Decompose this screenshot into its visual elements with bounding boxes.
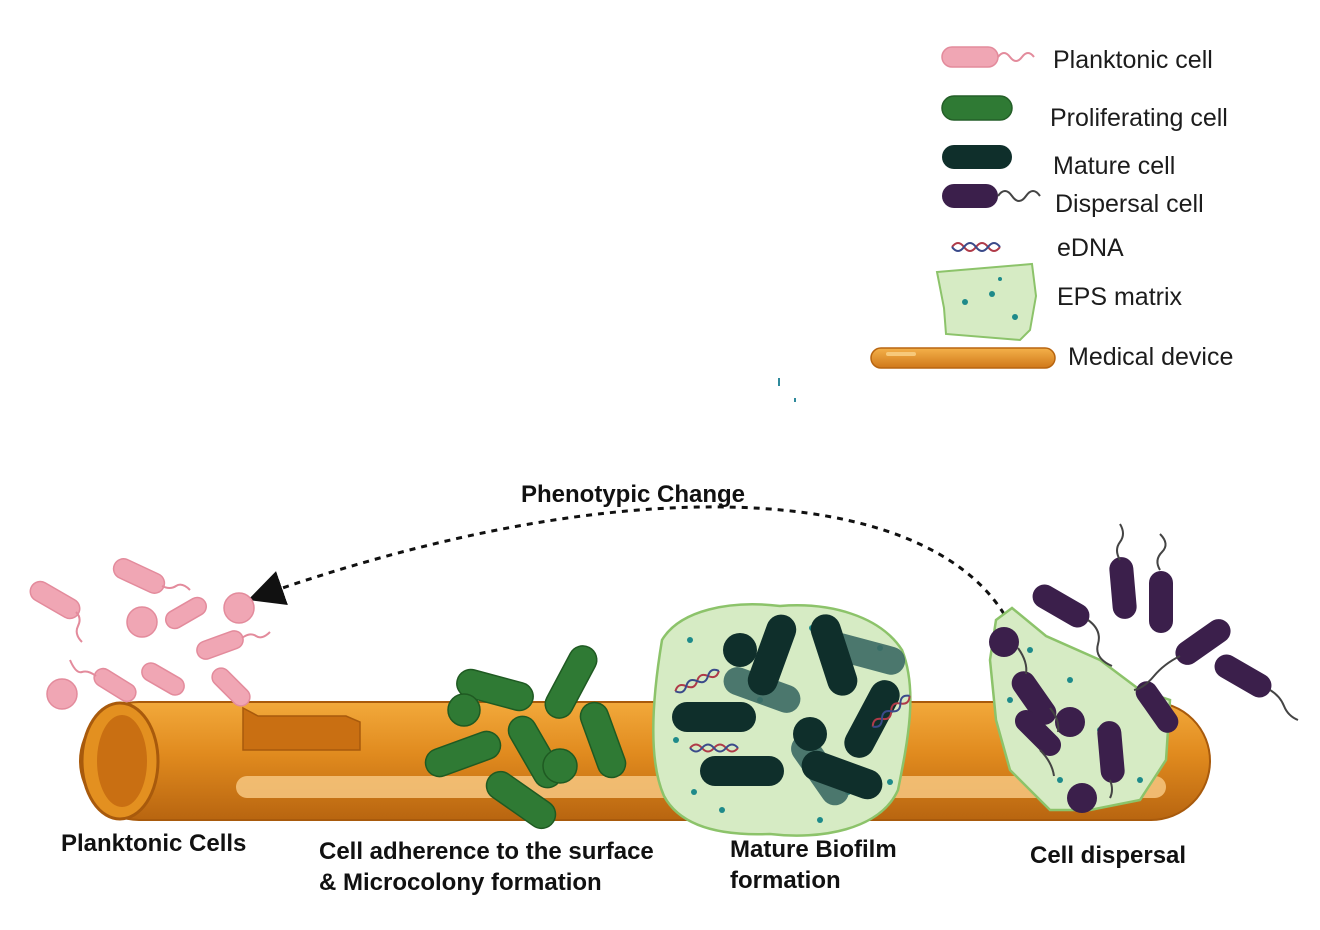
proliferating-cell [456, 668, 534, 712]
proliferating-cell [544, 645, 598, 719]
dispersal-cell [1067, 783, 1097, 813]
mature-cell [844, 680, 900, 758]
medical-device-icon [870, 347, 1056, 369]
legend-label-medical-device: Medical device [1068, 343, 1234, 371]
legend-label-edna: eDNA [1057, 234, 1124, 262]
dispersal-cell [1014, 709, 1062, 757]
mature-cell [700, 756, 784, 786]
planktonic-cell [196, 630, 271, 660]
proliferating-cell [485, 770, 557, 830]
mature-cell-icon [942, 145, 1012, 169]
stray-mark [778, 378, 780, 386]
dispersal-cell [1097, 721, 1125, 783]
stage-label-mature: Mature Biofilm formation [730, 834, 897, 896]
phenotypic-change-label: Phenotypic Change [521, 481, 746, 508]
planktonic-cell [46, 678, 78, 710]
proliferating-cell [542, 748, 578, 784]
mature-cell [723, 633, 757, 667]
planktonic-cell [211, 667, 251, 707]
planktonic-cell [126, 606, 158, 638]
stage-label-dispersal-text: Cell dispersal [1030, 842, 1187, 869]
legend-label-eps-matrix: EPS matrix [1057, 283, 1183, 311]
phenotypic-change-arrow [248, 505, 1006, 615]
mature-cell [793, 717, 827, 751]
mature-cell [810, 614, 858, 696]
planktonic-cell [164, 596, 208, 630]
stage-label-mature-line1: Mature Biofilm [730, 836, 897, 863]
stage-label-mature-line2: formation [730, 867, 841, 895]
proliferating-cell-icon [941, 95, 1013, 121]
planktonic-cell [29, 580, 83, 643]
legend [870, 46, 1056, 369]
stage-label-dispersal: Cell dispersal [1030, 840, 1186, 871]
edna-icon [951, 242, 1001, 252]
stage-label-adherence-line2: & Microcolony formation [319, 869, 602, 897]
proliferating-cell [424, 730, 502, 778]
dispersal-cell [1109, 557, 1137, 619]
stage-label-adherence: Cell adherence to the surface & Microcol… [319, 836, 654, 898]
dispersal-cell [1011, 671, 1057, 725]
dispersal-cell [1032, 584, 1090, 628]
planktonic-cell [112, 558, 191, 594]
dispersal-cell [989, 627, 1019, 657]
planktonic-cell [69, 659, 137, 703]
dispersal-cell [1149, 571, 1173, 633]
edna-strands [674, 668, 911, 753]
planktonic-cell-icon [941, 46, 1035, 68]
planktonic-cell [223, 592, 255, 624]
microcolony-group [424, 645, 627, 830]
planktonic-cell [141, 662, 185, 696]
proliferating-cell [579, 701, 627, 779]
stage-label-planktonic-text: Planktonic Cells [61, 830, 247, 857]
mature-cell [801, 750, 883, 800]
proliferating-cell [447, 693, 481, 727]
mature-cell [747, 614, 797, 696]
stage-label-adherence-line1: Cell adherence to the surface [319, 838, 654, 865]
legend-label-dispersal-cell: Dispersal cell [1055, 190, 1204, 218]
dispersal-group [988, 523, 1299, 813]
legend-label-proliferating-cell: Proliferating cell [1050, 104, 1228, 132]
eps-matrix [988, 606, 1172, 812]
flagella [1017, 523, 1299, 799]
planktonic-cells-group [29, 558, 271, 710]
legend-label-mature-cell: Mature cell [1053, 152, 1176, 180]
mature-cell [826, 633, 906, 675]
dispersal-cell-icon [942, 184, 1041, 208]
stage-label-planktonic: Planktonic Cells [61, 828, 246, 859]
legend-label-planktonic-cell: Planktonic cell [1053, 46, 1213, 74]
eps-matrix-icon [935, 262, 1038, 342]
mature-cell [672, 702, 756, 732]
dispersal-cell [1214, 654, 1272, 698]
dispersal-cell [1135, 681, 1179, 733]
stray-mark [794, 398, 796, 402]
dispersal-cell [1055, 707, 1085, 737]
dispersal-cell [1175, 619, 1231, 665]
mature-biofilm-group [652, 603, 912, 837]
